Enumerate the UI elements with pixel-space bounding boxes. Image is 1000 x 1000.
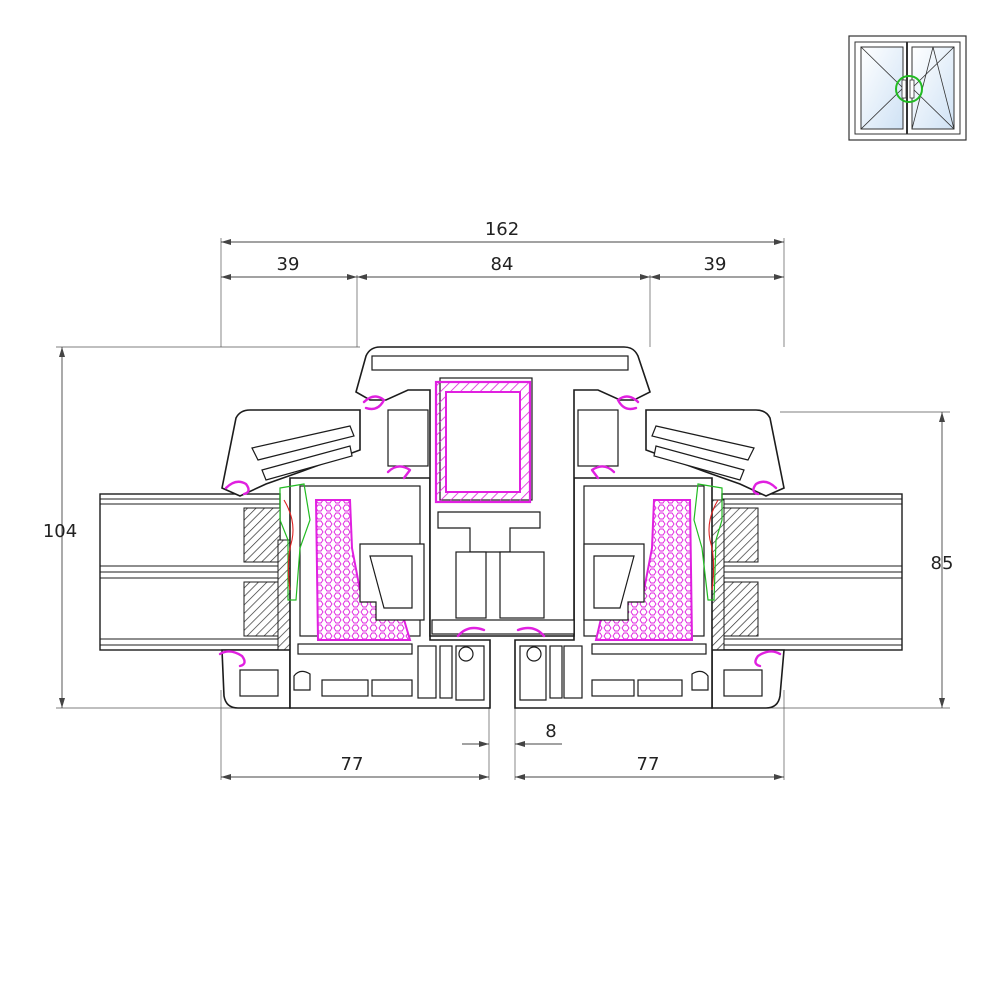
glass-unit-right: [709, 493, 903, 651]
double-casement-window-icon: [848, 35, 967, 141]
dimension-labels: 162 39 84 39 104 85 77 8 77: [43, 219, 954, 775]
gaskets: [218, 395, 782, 668]
dim-center-mullion: 84: [491, 254, 514, 275]
dim-total-width: 162: [485, 219, 519, 240]
glass-unit-left: [99, 493, 293, 651]
dim-right-sash: 39: [704, 254, 727, 275]
glazing-seals: [279, 483, 723, 601]
dim-left-sash: 39: [277, 254, 300, 275]
dim-total-height: 104: [43, 521, 77, 542]
dim-left-bottom: 77: [341, 754, 364, 775]
dimension-lines: [56, 238, 950, 780]
dim-right-bottom: 77: [637, 754, 660, 775]
center-mullion-profile: [355, 346, 651, 637]
dim-glazing-height: 85: [931, 553, 954, 574]
right-sash-profile: [514, 409, 785, 709]
dim-gap: 8: [545, 721, 556, 742]
left-sash-profile: [221, 409, 491, 709]
